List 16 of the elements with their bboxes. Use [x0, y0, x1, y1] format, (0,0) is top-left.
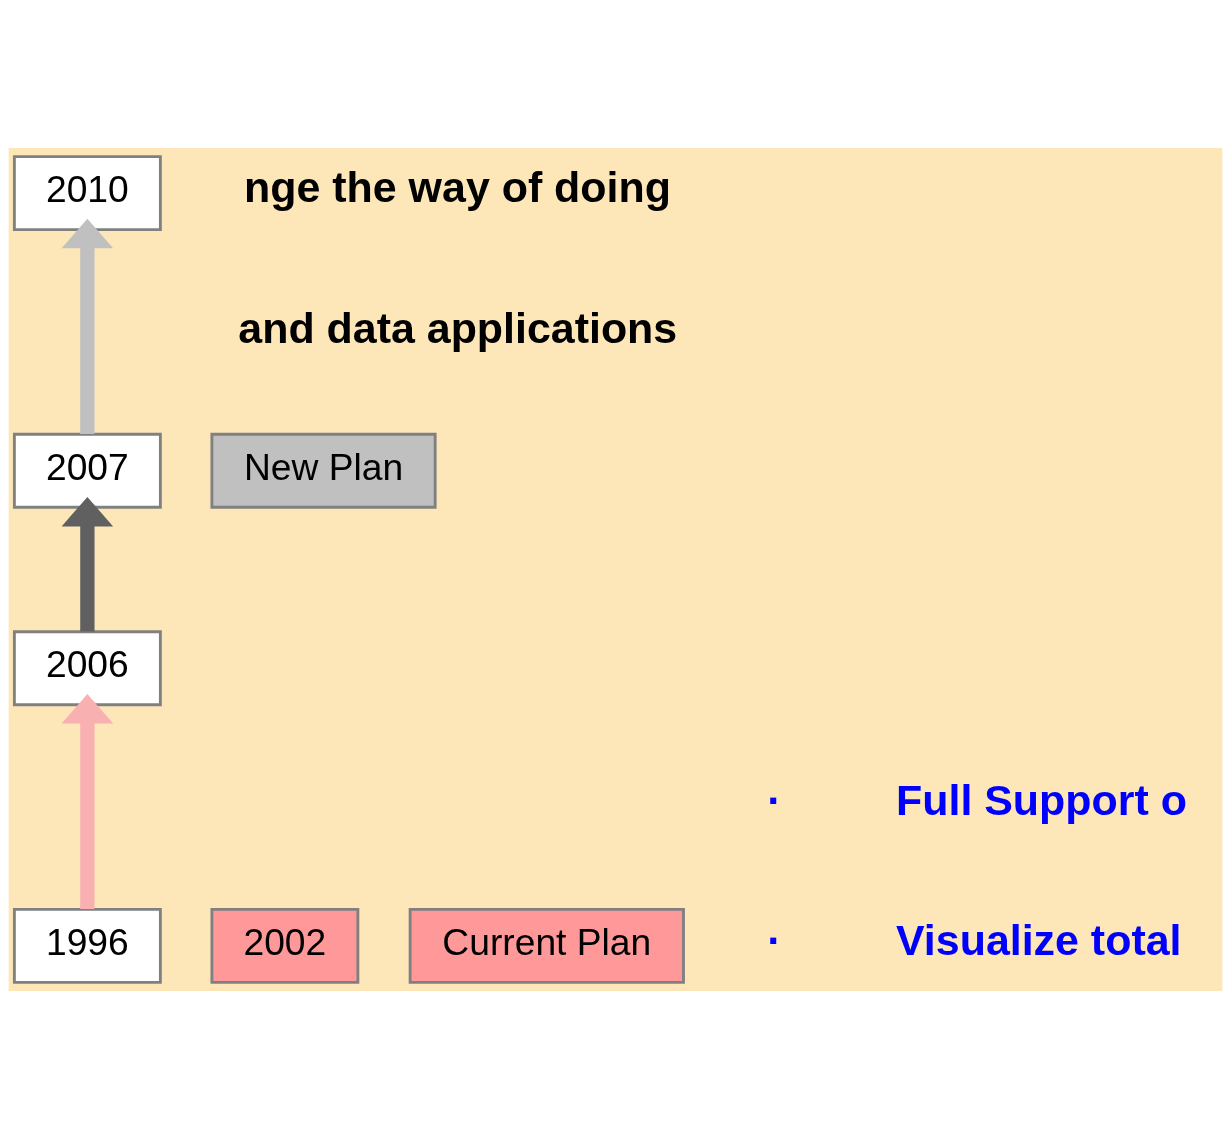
node-box: 2010	[12, 155, 162, 231]
label: ·	[767, 775, 782, 824]
arrow	[61, 496, 114, 632]
label: Full Support o	[896, 775, 1187, 824]
node-box: 2002	[210, 908, 360, 984]
label: Visualize total	[896, 916, 1182, 965]
label: nge the way of doing	[244, 163, 671, 212]
node-box: 2006	[12, 630, 162, 707]
node-box: 2007	[12, 432, 162, 509]
node-box: New Plan	[210, 432, 437, 509]
node-box: 1996	[12, 908, 162, 984]
arrow	[61, 218, 114, 434]
node-box: Current Plan	[408, 908, 685, 984]
label: and data applications	[238, 303, 678, 352]
arrow	[61, 694, 114, 910]
label: ·	[767, 916, 782, 965]
